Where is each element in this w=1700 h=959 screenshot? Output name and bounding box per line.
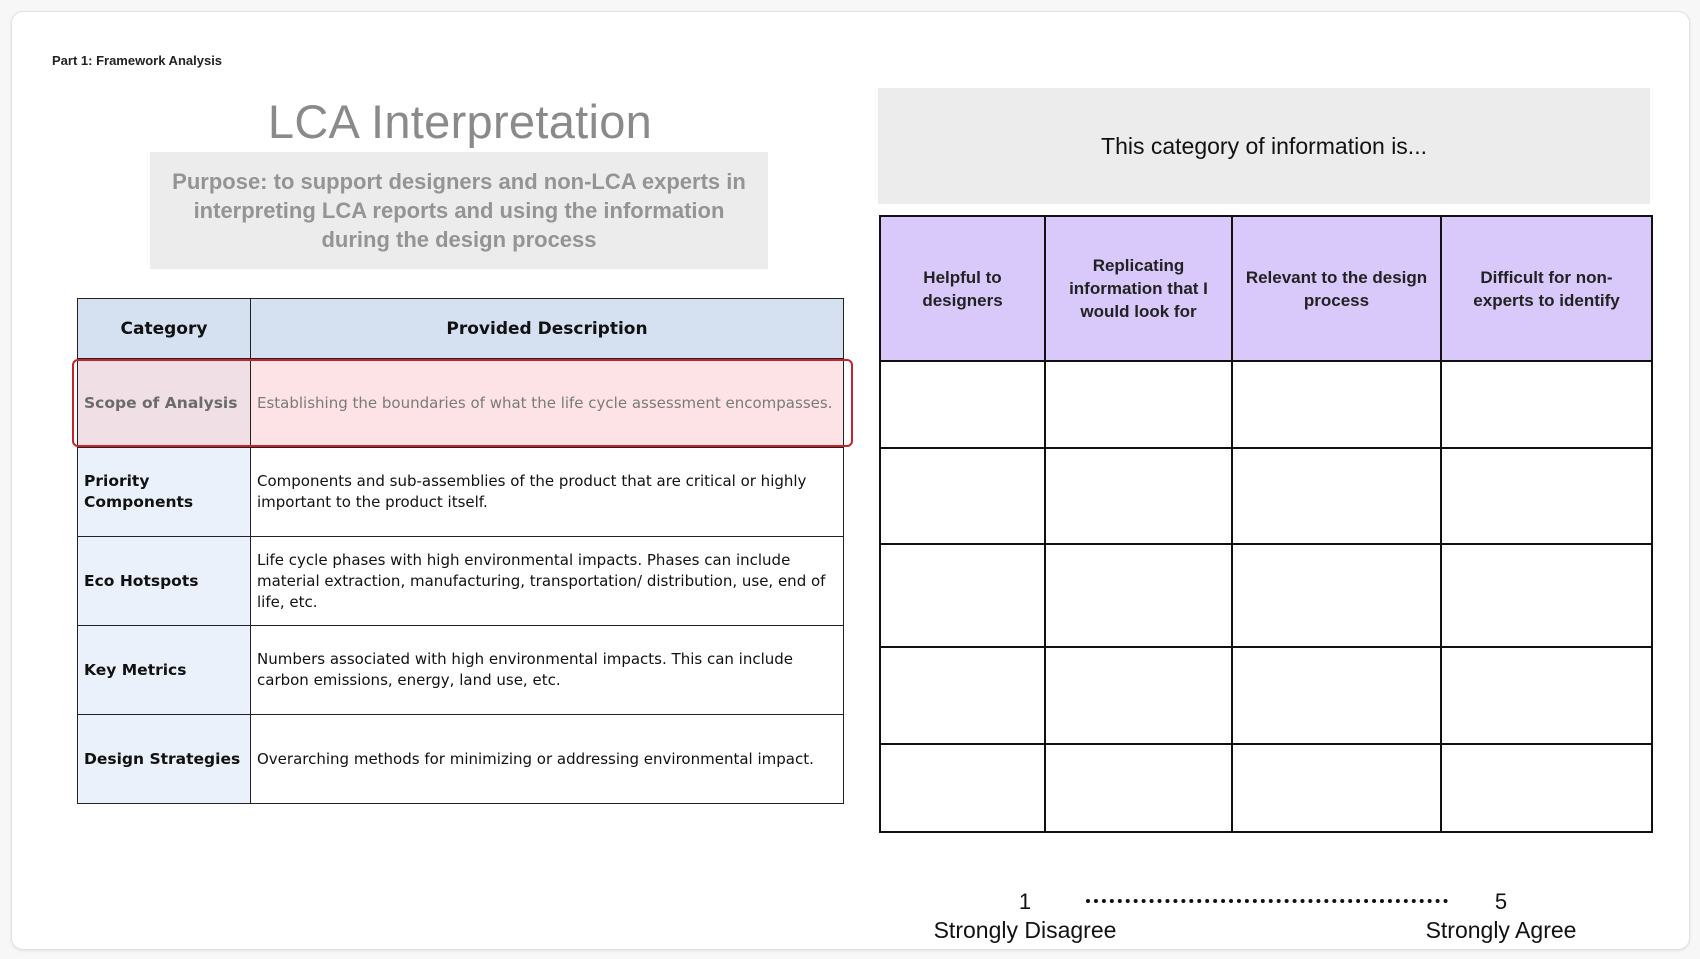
rating-cell[interactable]	[1231, 646, 1442, 745]
rating-cell[interactable]	[879, 543, 1046, 648]
description-cell: Components and sub-assemblies of the pro…	[250, 447, 844, 537]
rating-cell[interactable]	[1231, 447, 1442, 545]
rating-row	[879, 743, 1653, 833]
rating-cell[interactable]	[1044, 543, 1233, 648]
rating-grid-header: Helpful to designers Replicating informa…	[879, 215, 1653, 362]
category-cell: Eco Hotspots	[77, 536, 251, 626]
rating-column-header: Replicating information that I would loo…	[1044, 215, 1233, 362]
rating-cell[interactable]	[879, 360, 1046, 449]
rating-grid: Helpful to designers Replicating informa…	[879, 215, 1653, 833]
rating-cell[interactable]	[1044, 646, 1233, 745]
rating-prompt: This category of information is...	[878, 88, 1650, 204]
rating-column-header: Helpful to designers	[879, 215, 1046, 362]
table-row[interactable]: Design Strategies Overarching methods fo…	[77, 714, 844, 804]
description-cell: Numbers associated with high environment…	[250, 625, 844, 715]
rating-cell[interactable]	[879, 447, 1046, 545]
rating-cell[interactable]	[1231, 743, 1442, 833]
scale-min-value: 1	[1018, 889, 1032, 914]
rating-cell[interactable]	[1044, 447, 1233, 545]
rating-cell[interactable]	[1231, 360, 1442, 449]
scale-max-value: 5	[1494, 889, 1508, 914]
category-table-header: Category Provided Description	[77, 298, 844, 359]
rating-cell[interactable]	[1440, 360, 1653, 449]
rating-column-header: Difficult for non-experts to identify	[1440, 215, 1653, 362]
slide: Part 1: Framework Analysis LCA Interpret…	[11, 11, 1690, 950]
rating-cell[interactable]	[1440, 743, 1653, 833]
table-row[interactable]: Priority Components Components and sub-a…	[77, 447, 844, 537]
scale-max-label: Strongly Agree	[1425, 917, 1577, 943]
table-row[interactable]: Scope of Analysis Establishing the bound…	[77, 358, 844, 448]
rating-cell[interactable]	[1044, 360, 1233, 449]
description-cell: Overarching methods for minimizing or ad…	[250, 714, 844, 804]
rating-column-header: Relevant to the design process	[1231, 215, 1442, 362]
category-cell: Key Metrics	[77, 625, 251, 715]
rating-cell[interactable]	[1440, 646, 1653, 745]
scale-min-label: Strongly Disagree	[933, 917, 1117, 943]
header-category: Category	[77, 298, 251, 359]
description-cell: Establishing the boundaries of what the …	[250, 358, 844, 448]
scale-dotted-line	[1086, 899, 1448, 903]
description-cell: Life cycle phases with high environmenta…	[250, 536, 844, 626]
rating-cell[interactable]	[1440, 447, 1653, 545]
rating-row	[879, 646, 1653, 745]
category-cell: Design Strategies	[77, 714, 251, 804]
category-cell: Scope of Analysis	[77, 358, 251, 448]
rating-cell[interactable]	[1044, 743, 1233, 833]
rating-row	[879, 360, 1653, 449]
rating-cell[interactable]	[879, 743, 1046, 833]
purpose-box: Purpose: to support designers and non-LC…	[150, 152, 768, 269]
table-row[interactable]: Eco Hotspots Life cycle phases with high…	[77, 536, 844, 626]
rating-cell[interactable]	[1440, 543, 1653, 648]
part-label: Part 1: Framework Analysis	[52, 53, 223, 68]
purpose-text: Purpose: to support designers and non-LC…	[172, 169, 746, 252]
header-description: Provided Description	[250, 298, 844, 359]
category-table: Category Provided Description Scope of A…	[77, 298, 844, 804]
rating-cell[interactable]	[879, 646, 1046, 745]
rating-row	[879, 543, 1653, 648]
table-row[interactable]: Key Metrics Numbers associated with high…	[77, 625, 844, 715]
rating-cell[interactable]	[1231, 543, 1442, 648]
category-cell: Priority Components	[77, 447, 251, 537]
rating-row	[879, 447, 1653, 545]
